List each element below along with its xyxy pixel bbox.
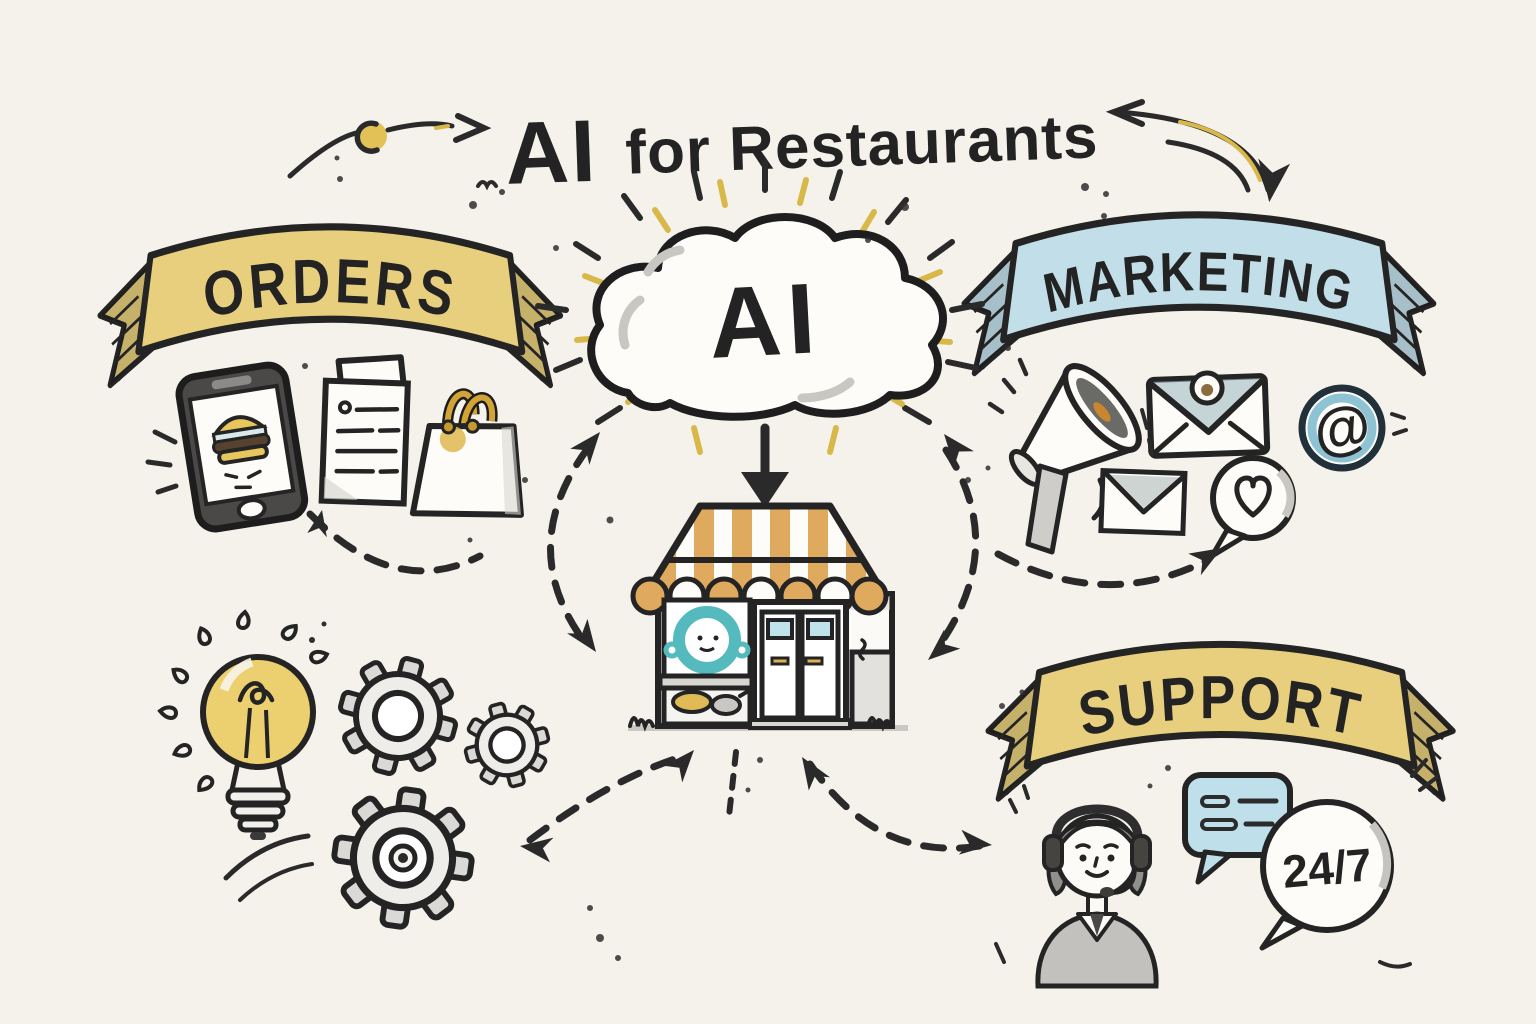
door-handle-icon <box>804 656 824 666</box>
banner-orders: ORDERS <box>100 227 561 385</box>
gear-icon <box>450 688 564 802</box>
title-doodle-left <box>287 113 498 191</box>
title-ai: AI <box>504 101 599 203</box>
envelope-icon <box>1098 468 1188 536</box>
svg-text:MARKETING: MARKETING <box>1038 240 1359 325</box>
cloud-ai-label: AI <box>706 262 824 380</box>
title-rest: for Restaurants <box>624 102 1099 187</box>
envelope-sealed-icon <box>1145 370 1271 459</box>
orders-icons <box>145 354 524 533</box>
receipt-icon <box>318 354 411 507</box>
banner-marketing: MARKETING <box>964 215 1434 373</box>
speech-bubble-24-7-icon: 24/7 <box>1259 799 1394 951</box>
page-title: AI for Restaurants <box>504 101 1100 203</box>
chat-message-icon <box>1182 772 1293 885</box>
ink-speckles <box>302 155 1171 961</box>
ideas-automation-icons <box>158 610 564 936</box>
gear-icon <box>326 781 481 936</box>
arrow-support-to-store <box>806 760 984 852</box>
cloud-rays <box>535 159 985 455</box>
shop-window <box>661 597 753 679</box>
double-doors <box>748 599 852 730</box>
smartphone-burger-icon <box>175 361 309 533</box>
at-symbol-glyph: @ <box>1309 392 1376 466</box>
arrow-orders-tail <box>306 510 484 575</box>
gear-icon <box>327 645 469 787</box>
chevron-right-icon <box>453 113 492 143</box>
chevron-left-icon <box>1105 99 1145 127</box>
arrow-gears-to-store <box>526 752 688 844</box>
megaphone-icon <box>987 357 1142 555</box>
ai-cloud: AI <box>535 159 985 508</box>
at-symbol-icon: @ <box>1298 384 1386 472</box>
arrow-store-to-marketing <box>994 550 1212 588</box>
bowl-icon <box>710 694 742 716</box>
cloud-shape <box>587 213 947 421</box>
banner-support: SUPPORT <box>988 644 1453 798</box>
grass-tufts <box>628 716 893 732</box>
motion-swoosh <box>223 833 314 902</box>
heart-speech-bubble-icon <box>1209 455 1296 559</box>
teal-logo-icon <box>673 606 741 674</box>
support-agent-icon <box>1035 804 1159 989</box>
banner-marketing-label: MARKETING <box>1038 240 1357 325</box>
cloud-down-arrow <box>741 423 789 508</box>
speed-lines <box>145 429 179 495</box>
arrowhead-down-icon <box>1258 166 1284 198</box>
support-icons: 24/7 <box>994 758 1438 989</box>
counter-display <box>657 673 755 727</box>
awning <box>630 502 889 616</box>
takeout-bag-icon <box>409 388 524 518</box>
badge-24-7: 24/7 <box>1280 838 1374 898</box>
croissant-icon <box>671 690 713 714</box>
connector-arrows <box>306 444 1212 852</box>
lightbulb-icon <box>158 610 331 840</box>
arrow-marketing-to-ai-and-store <box>932 446 980 654</box>
cloud-shading <box>618 245 855 403</box>
arrow-store-bottom-dashes <box>726 749 739 819</box>
title-doodle-right <box>1105 99 1285 198</box>
wall-pillar <box>849 649 895 727</box>
marketing-icons: @ <box>987 357 1408 559</box>
door-handle-icon <box>770 656 790 666</box>
arrow-orders-to-ai-and-store <box>547 444 592 648</box>
restaurant-storefront <box>628 502 908 732</box>
